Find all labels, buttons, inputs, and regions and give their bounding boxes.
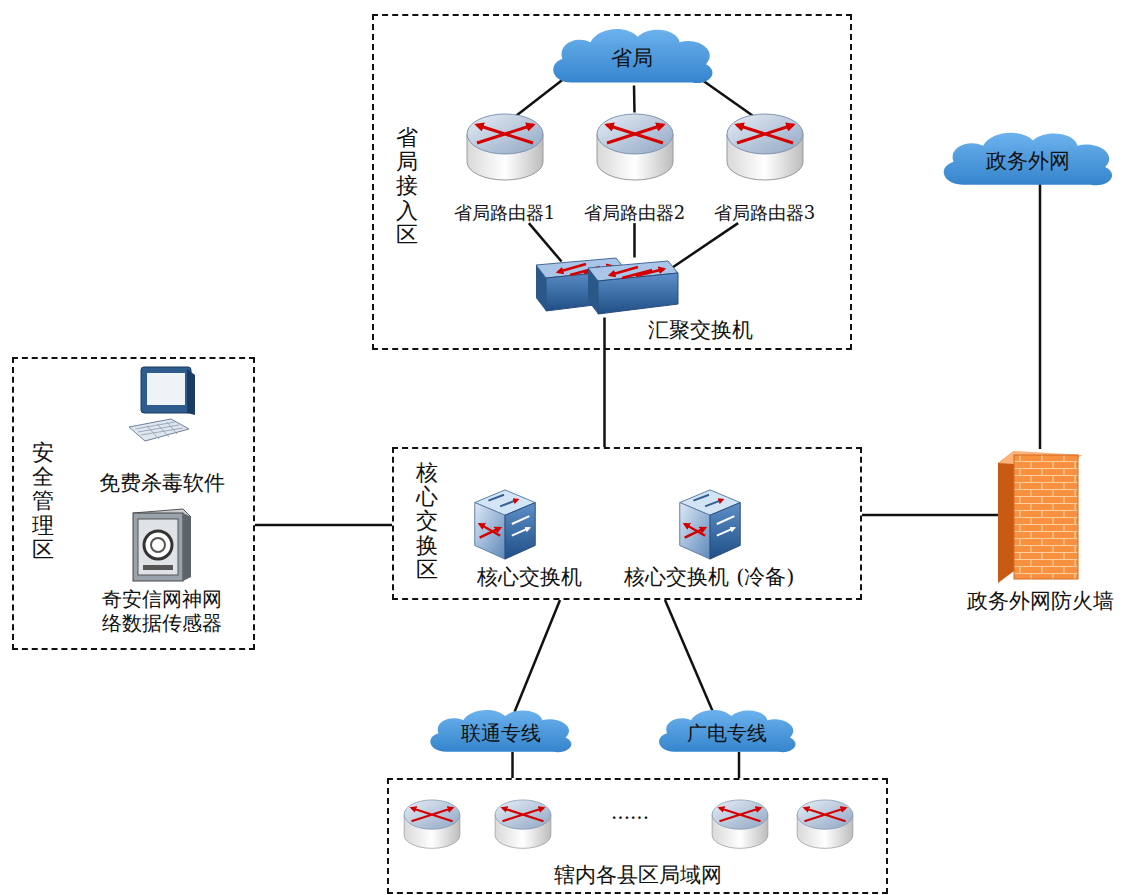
network-link	[1039, 184, 1042, 449]
network-link	[515, 600, 561, 712]
core-switch-node: 核心交换机	[477, 485, 582, 590]
sensor-node: 奇安信网神网 络数据传感器	[98, 505, 226, 635]
network-link	[633, 223, 636, 257]
network-link	[255, 524, 392, 527]
node-label: 核心交换机 (冷备)	[624, 565, 794, 590]
network-link	[738, 752, 741, 778]
zone-title: 辖内各县区局域网	[389, 863, 886, 888]
network-link	[516, 78, 565, 116]
router-node: 省局路由器3	[714, 110, 815, 224]
node-label: 省局	[611, 40, 653, 72]
network-link	[511, 752, 514, 778]
router-node: 省局路由器2	[584, 110, 685, 224]
zone-title: 安全管理区	[32, 441, 54, 562]
network-link	[670, 223, 739, 269]
network-cloud: 广电专线	[652, 706, 802, 756]
zone-title: 省局接入区	[396, 126, 418, 247]
node-label: 免费杀毒软件	[99, 471, 225, 496]
software-node: 免费杀毒软件	[99, 365, 225, 496]
network-link	[665, 600, 713, 712]
network-link	[699, 78, 753, 116]
network-cloud: 政务外网	[935, 128, 1120, 190]
network-link	[633, 86, 636, 113]
node-label: 省局路由器1	[454, 202, 555, 224]
zone-region: 核心交换机 核心交换机 (冷备) 核心交换区	[392, 447, 862, 600]
node-label: 省局路由器2	[584, 202, 685, 224]
zone-region: 免费杀毒软件奇安信网神网 络数据传感器 安全管理区	[12, 357, 255, 650]
switch-node: 汇聚交换机	[530, 252, 753, 343]
zone-region: 省局省局路由器1 省局路由器2 省局路由器3 汇聚交换机 省局接入区	[372, 14, 852, 350]
node-label: 核心交换机	[477, 565, 582, 590]
zone-region: 辖内各县区局域网	[387, 778, 888, 894]
zone-title: 核心交换区	[416, 461, 438, 582]
network-cloud: 省局	[545, 24, 720, 88]
node-label: 广电专线	[687, 716, 767, 747]
node-label: 奇安信网神网 络数据传感器	[98, 587, 226, 635]
firewall-node: 政务外网防火墙	[967, 447, 1114, 614]
node-label: 联通专线	[461, 716, 541, 747]
node-label: 政务外网	[986, 143, 1070, 175]
node-label: 汇聚交换机	[648, 318, 753, 343]
network-cloud: 联通专线	[423, 706, 578, 756]
node-label: 政务外网防火墙	[967, 589, 1114, 614]
core-switch-node: 核心交换机 (冷备)	[624, 485, 794, 590]
router-node: 省局路由器1	[454, 110, 555, 224]
network-link	[603, 318, 606, 448]
ellipsis-label: ......	[611, 800, 649, 824]
network-link	[529, 223, 562, 261]
node-label: 省局路由器3	[714, 202, 815, 224]
network-link	[862, 514, 998, 517]
